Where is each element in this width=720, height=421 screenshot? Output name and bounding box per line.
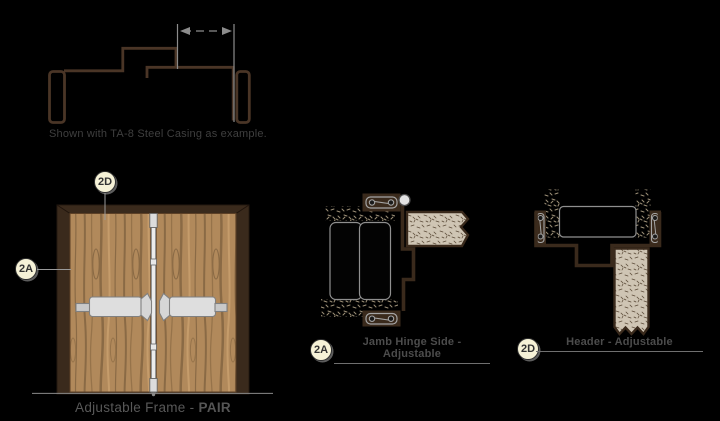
- frame-throat: [558, 205, 637, 238]
- casing-profile-diagram: [48, 46, 251, 124]
- anchor-clip-right: [649, 210, 661, 246]
- arrowhead-right: [222, 27, 232, 35]
- arrowhead-left: [180, 27, 190, 35]
- door-section-header: [613, 247, 650, 336]
- header-detail-caption: Header - Adjustable: [536, 336, 703, 352]
- frame-profile-header: [534, 212, 662, 268]
- casing-return-right: [235, 70, 251, 124]
- anchor-clip-bottom: [362, 310, 401, 327]
- casing-piece-left: [64, 46, 178, 73]
- wall-stud-left: [329, 221, 363, 301]
- wall-hatch-left: [544, 189, 560, 238]
- elevation-caption-prefix: Adjustable Frame -: [75, 400, 199, 415]
- header-detail: [534, 189, 662, 336]
- callout-2d-header-caption: 2D: [517, 338, 539, 360]
- casing-note: Shown with TA-8 Steel Casing as example.: [49, 128, 267, 140]
- push-bar-right: [158, 292, 228, 322]
- jamb-detail-caption: Jamb Hinge Side - Adjustable: [334, 336, 490, 364]
- elevation-caption-emphasis: PAIR: [198, 400, 231, 415]
- frame-miter-right: [235, 204, 250, 214]
- door-section-jamb: [405, 210, 470, 248]
- callout-2d-elevation: 2D: [94, 171, 116, 193]
- wall-thickness-dimension-arrow-icon: [176, 24, 235, 122]
- wall-hatch-right: [635, 189, 651, 238]
- anchor-clip-top: [362, 193, 401, 212]
- push-bar-left: [75, 292, 153, 322]
- frame-profile-jamb: [400, 205, 416, 311]
- casing-piece-right: [145, 65, 235, 121]
- hinge-barrel-icon: [398, 193, 411, 207]
- door-pair-elevation: [32, 192, 273, 397]
- jamb-hinge-detail: [321, 193, 470, 327]
- callout-2a-elevation: 2A: [15, 258, 37, 280]
- wall-stud-right: [358, 221, 392, 301]
- elevation-caption: Adjustable Frame - PAIR: [57, 400, 249, 415]
- frame-miter-left: [56, 204, 71, 214]
- casing-return-left: [48, 70, 66, 124]
- callout-2a-jamb-caption: 2A: [310, 339, 332, 361]
